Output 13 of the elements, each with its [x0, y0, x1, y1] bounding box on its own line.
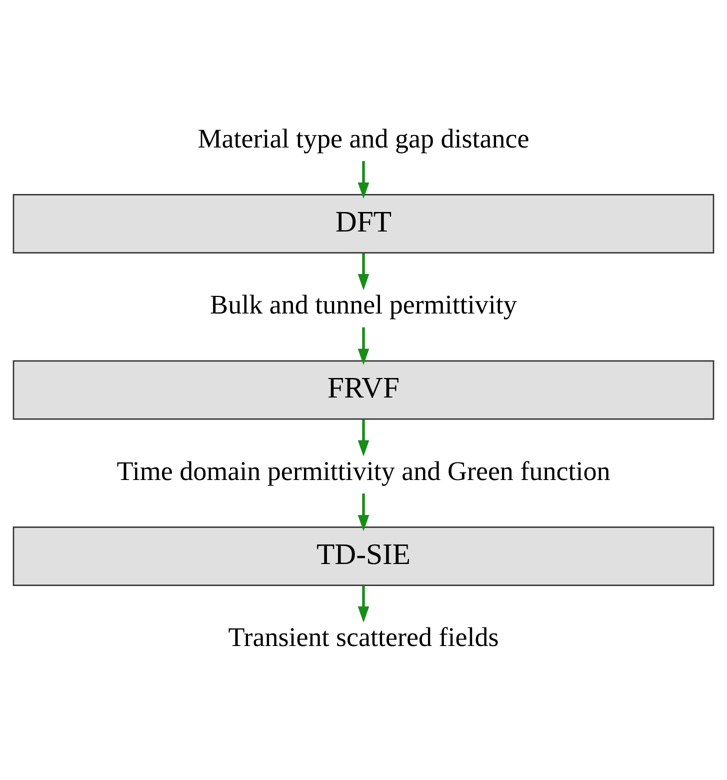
node-box: DFT — [12, 194, 714, 254]
arrow — [358, 586, 370, 623]
arrow — [358, 419, 370, 456]
arrow — [358, 253, 370, 290]
node-box: TD-SIE — [12, 526, 714, 586]
node-text: Time domain permittivity and Green function — [116, 456, 610, 486]
node-text: Bulk and tunnel permittivity — [210, 290, 517, 320]
arrow — [358, 161, 370, 199]
node-text: Transient scattered fields — [228, 622, 499, 652]
arrow — [358, 494, 370, 532]
node-text: Material type and gap distance — [198, 123, 530, 154]
arrow — [358, 327, 370, 365]
node-box: FRVF — [12, 360, 714, 420]
